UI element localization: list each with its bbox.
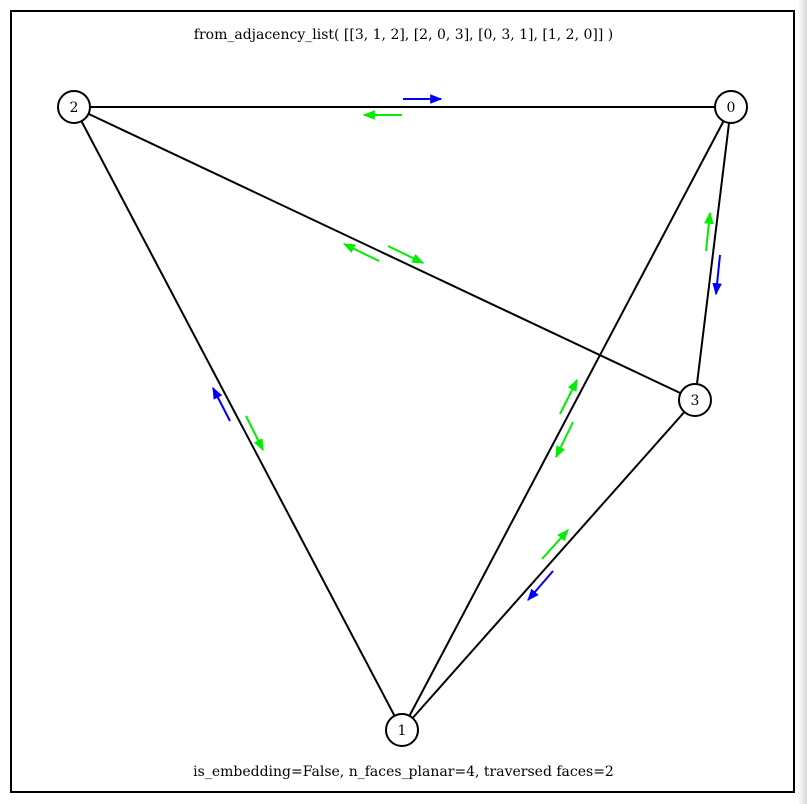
arrow-green-0-1: [555, 421, 574, 459]
edge-2-1: [73, 106, 403, 731]
figure-frame: [10, 10, 795, 793]
arrow-green-2-1: [245, 415, 264, 452]
edge-2-3: [73, 106, 696, 401]
edge-0-3: [694, 106, 732, 401]
arrow-green-2-3: [387, 245, 425, 264]
edge-0-1: [401, 106, 732, 731]
node-label: 1: [398, 723, 407, 739]
window-edge-shadow: [798, 0, 807, 804]
node-1: 1: [385, 713, 419, 747]
node-2: 2: [57, 90, 91, 124]
node-label: 3: [691, 393, 700, 409]
face-arrows: [212, 94, 722, 601]
arrow-green-3-0: [704, 211, 714, 252]
arrow-blue-3-1: [527, 570, 554, 601]
diagram-footer: is_embedding=False, n_faces_planar=4, tr…: [193, 764, 614, 780]
arrow-green-1-3: [541, 529, 569, 560]
edge-3-1: [401, 399, 696, 731]
edges: [73, 106, 732, 731]
arrow-blue-1-2: [212, 386, 231, 422]
arrow-blue-0-3: [712, 254, 722, 296]
node-0: 0: [714, 90, 748, 124]
arrow-green-3-2: [342, 243, 380, 262]
node-label: 2: [70, 100, 79, 116]
node-3: 3: [678, 383, 712, 417]
node-label: 0: [727, 100, 736, 116]
diagram-title: from_adjacency_list( [[3, 1, 2], [2, 0, …: [193, 27, 614, 43]
arrow-green-1-0: [559, 378, 578, 415]
